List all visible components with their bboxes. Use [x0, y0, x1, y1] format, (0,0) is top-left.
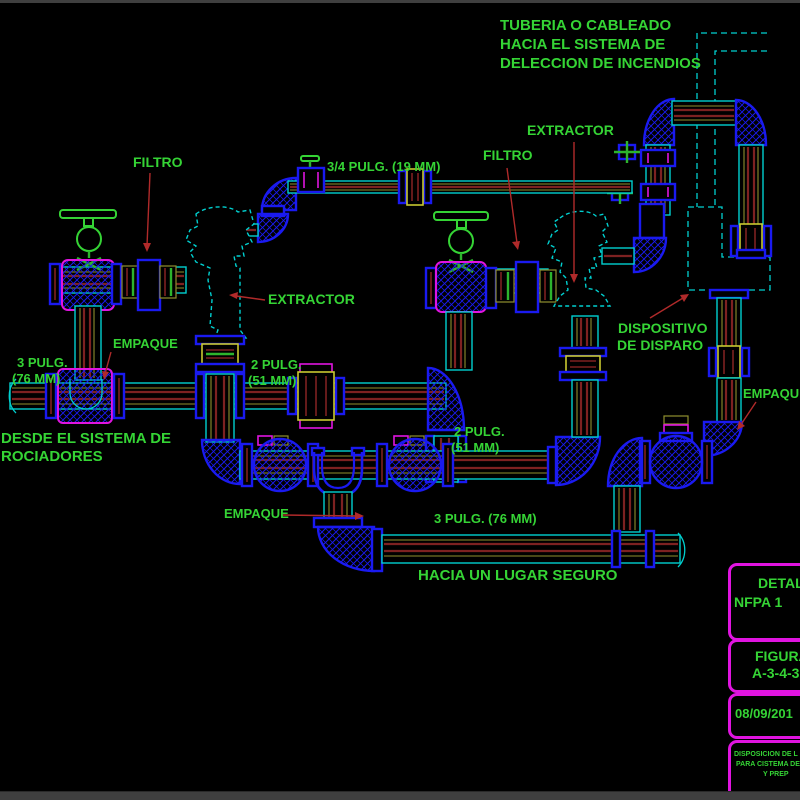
label-dispositivo-2: DE DISPARO — [617, 337, 703, 353]
titleblock-desc-line3: Y PREP — [763, 771, 789, 778]
filter-left — [121, 258, 177, 312]
titleblock-description: DISPOSICION DE L PARA CISTEMA DE Y PREP — [728, 740, 800, 799]
pipe-union — [558, 346, 608, 382]
extractor-right-drop — [558, 315, 608, 438]
label-tuberia-1: TUBERIA O CABLEADO — [500, 17, 671, 34]
pipe-break-symbol — [8, 378, 17, 414]
label-filtro-right: FILTRO — [483, 147, 533, 163]
titleblock-desc-line2: PARA CISTEMA DE — [736, 761, 800, 768]
bottom-frame-bar — [0, 791, 800, 800]
round-valve-3 — [606, 415, 714, 533]
label-filtro-left: FILTRO — [133, 154, 183, 170]
label-hacia: HACIA UN LUGAR SEGURO — [418, 567, 618, 584]
trigger-down-line — [702, 288, 751, 458]
annotations: TUBERIA O CABLEADO HACIA EL SISTEMA DE D… — [1, 17, 800, 584]
detection-signal-lines — [696, 32, 767, 207]
bottom-run — [312, 491, 686, 573]
titleblock-date-value: 08/09/201 — [735, 706, 793, 721]
pipe-union — [194, 334, 246, 374]
label-size-34: 3/4 PULG. (19 MM) — [327, 159, 440, 174]
label-tuberia-2: HACIA EL SISTEMA DE — [500, 36, 665, 53]
label-size-2b-2: (51 MM) — [451, 440, 499, 455]
filter-right — [495, 260, 557, 314]
titleblock-detail-line2: NFPA 1 — [734, 594, 783, 610]
label-size-3-left-1: 3 PULG. — [17, 355, 68, 370]
label-empaque-bottom: EMPAQUE — [224, 506, 289, 521]
titleblock-figure-line2: A-3-4-3 — [752, 665, 800, 681]
titleblock-detail-line1: DETALL — [758, 575, 800, 591]
titleblock-date: 08/09/201 — [728, 693, 800, 739]
label-size-3-left-2: (76 MM) — [12, 371, 60, 386]
label-dispositivo-1: DISPOSITIVO — [618, 320, 708, 336]
extractor-left-body — [185, 206, 255, 341]
label-desde-2: ROCIADORES — [1, 448, 103, 465]
titleblock-detail: DETALL NFPA 1 — [728, 563, 800, 641]
u-tee-fitting — [310, 446, 366, 498]
pipe-union — [397, 168, 433, 206]
pipe-union — [707, 345, 751, 379]
label-size-2b-1: 2 PULG. — [454, 424, 505, 439]
small-valve-icon — [614, 141, 640, 163]
label-extractor-left: EXTRACTOR — [268, 291, 355, 307]
cross-fitting — [286, 363, 346, 429]
top-frame-bar — [0, 0, 800, 3]
titleblock-desc-line1: DISPOSICION DE L — [734, 751, 798, 758]
label-tuberia-3: DELECCION DE INCENDIOS — [500, 55, 701, 72]
pipe-break-symbol — [677, 532, 686, 568]
label-extractor-right: EXTRACTOR — [527, 122, 614, 138]
lower-run — [239, 435, 602, 498]
label-empaque-right: EMPAQUE — [743, 386, 800, 401]
label-size-2a-1: 2 PULG. — [251, 357, 302, 372]
label-size-2a-2: (51 MM) — [248, 373, 296, 388]
leader-arrows — [102, 142, 757, 520]
label-desde-1: DESDE EL SISTEMA DE — [1, 430, 171, 447]
extractor-right-body — [547, 210, 612, 307]
label-size-3-bottom: 3 PULG. (76 MM) — [434, 511, 537, 526]
check-valve-left — [44, 368, 126, 424]
label-empaque-left: EMPAQUE — [113, 336, 178, 351]
small-valve-icon — [296, 155, 326, 194]
round-valve-2 — [375, 435, 455, 493]
extractor-left-drop — [194, 334, 246, 486]
round-valve-1 — [240, 435, 320, 493]
